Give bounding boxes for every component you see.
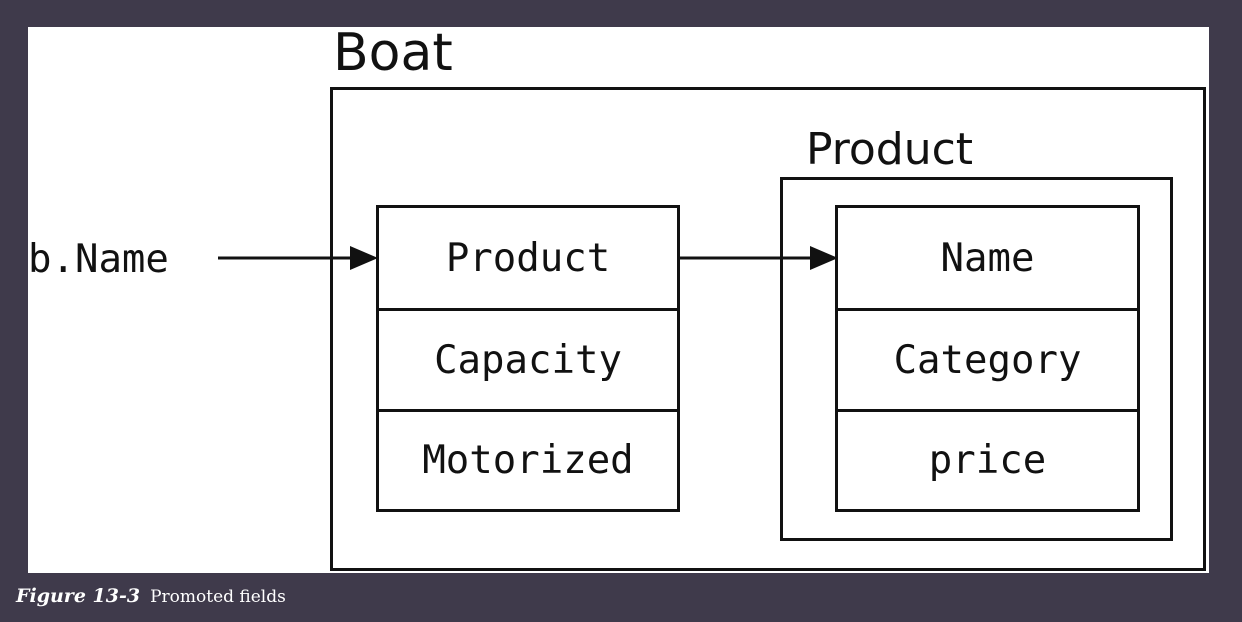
arrows-layer [218, 246, 838, 270]
reference-label: b.Name [28, 237, 169, 282]
arrowhead-icon [810, 246, 838, 270]
product-struct-title: Product [806, 124, 974, 175]
figure-caption: Figure 13-3 Promoted fields [16, 585, 286, 607]
caption-text: Promoted fields [150, 587, 286, 607]
product-field-category: Category [838, 308, 1137, 409]
boat-field-product: Product [445, 235, 611, 281]
boat-field-capacity: Capacity [379, 308, 677, 409]
arrowhead-icon [350, 246, 378, 270]
boat-struct-title: Boat [333, 23, 453, 83]
boat-field-motorized: Motorized [379, 409, 677, 509]
boat-field-stack: Product Capacity Motorized [376, 205, 680, 512]
product-field-price: price [838, 409, 1137, 509]
product-field-name: Name [940, 235, 1035, 281]
caption-number: Figure 13-3 [16, 585, 141, 607]
figure-panel: Boat Product Product Capacity Motorized … [28, 27, 1209, 573]
product-field-stack: Name Category price [835, 205, 1140, 512]
